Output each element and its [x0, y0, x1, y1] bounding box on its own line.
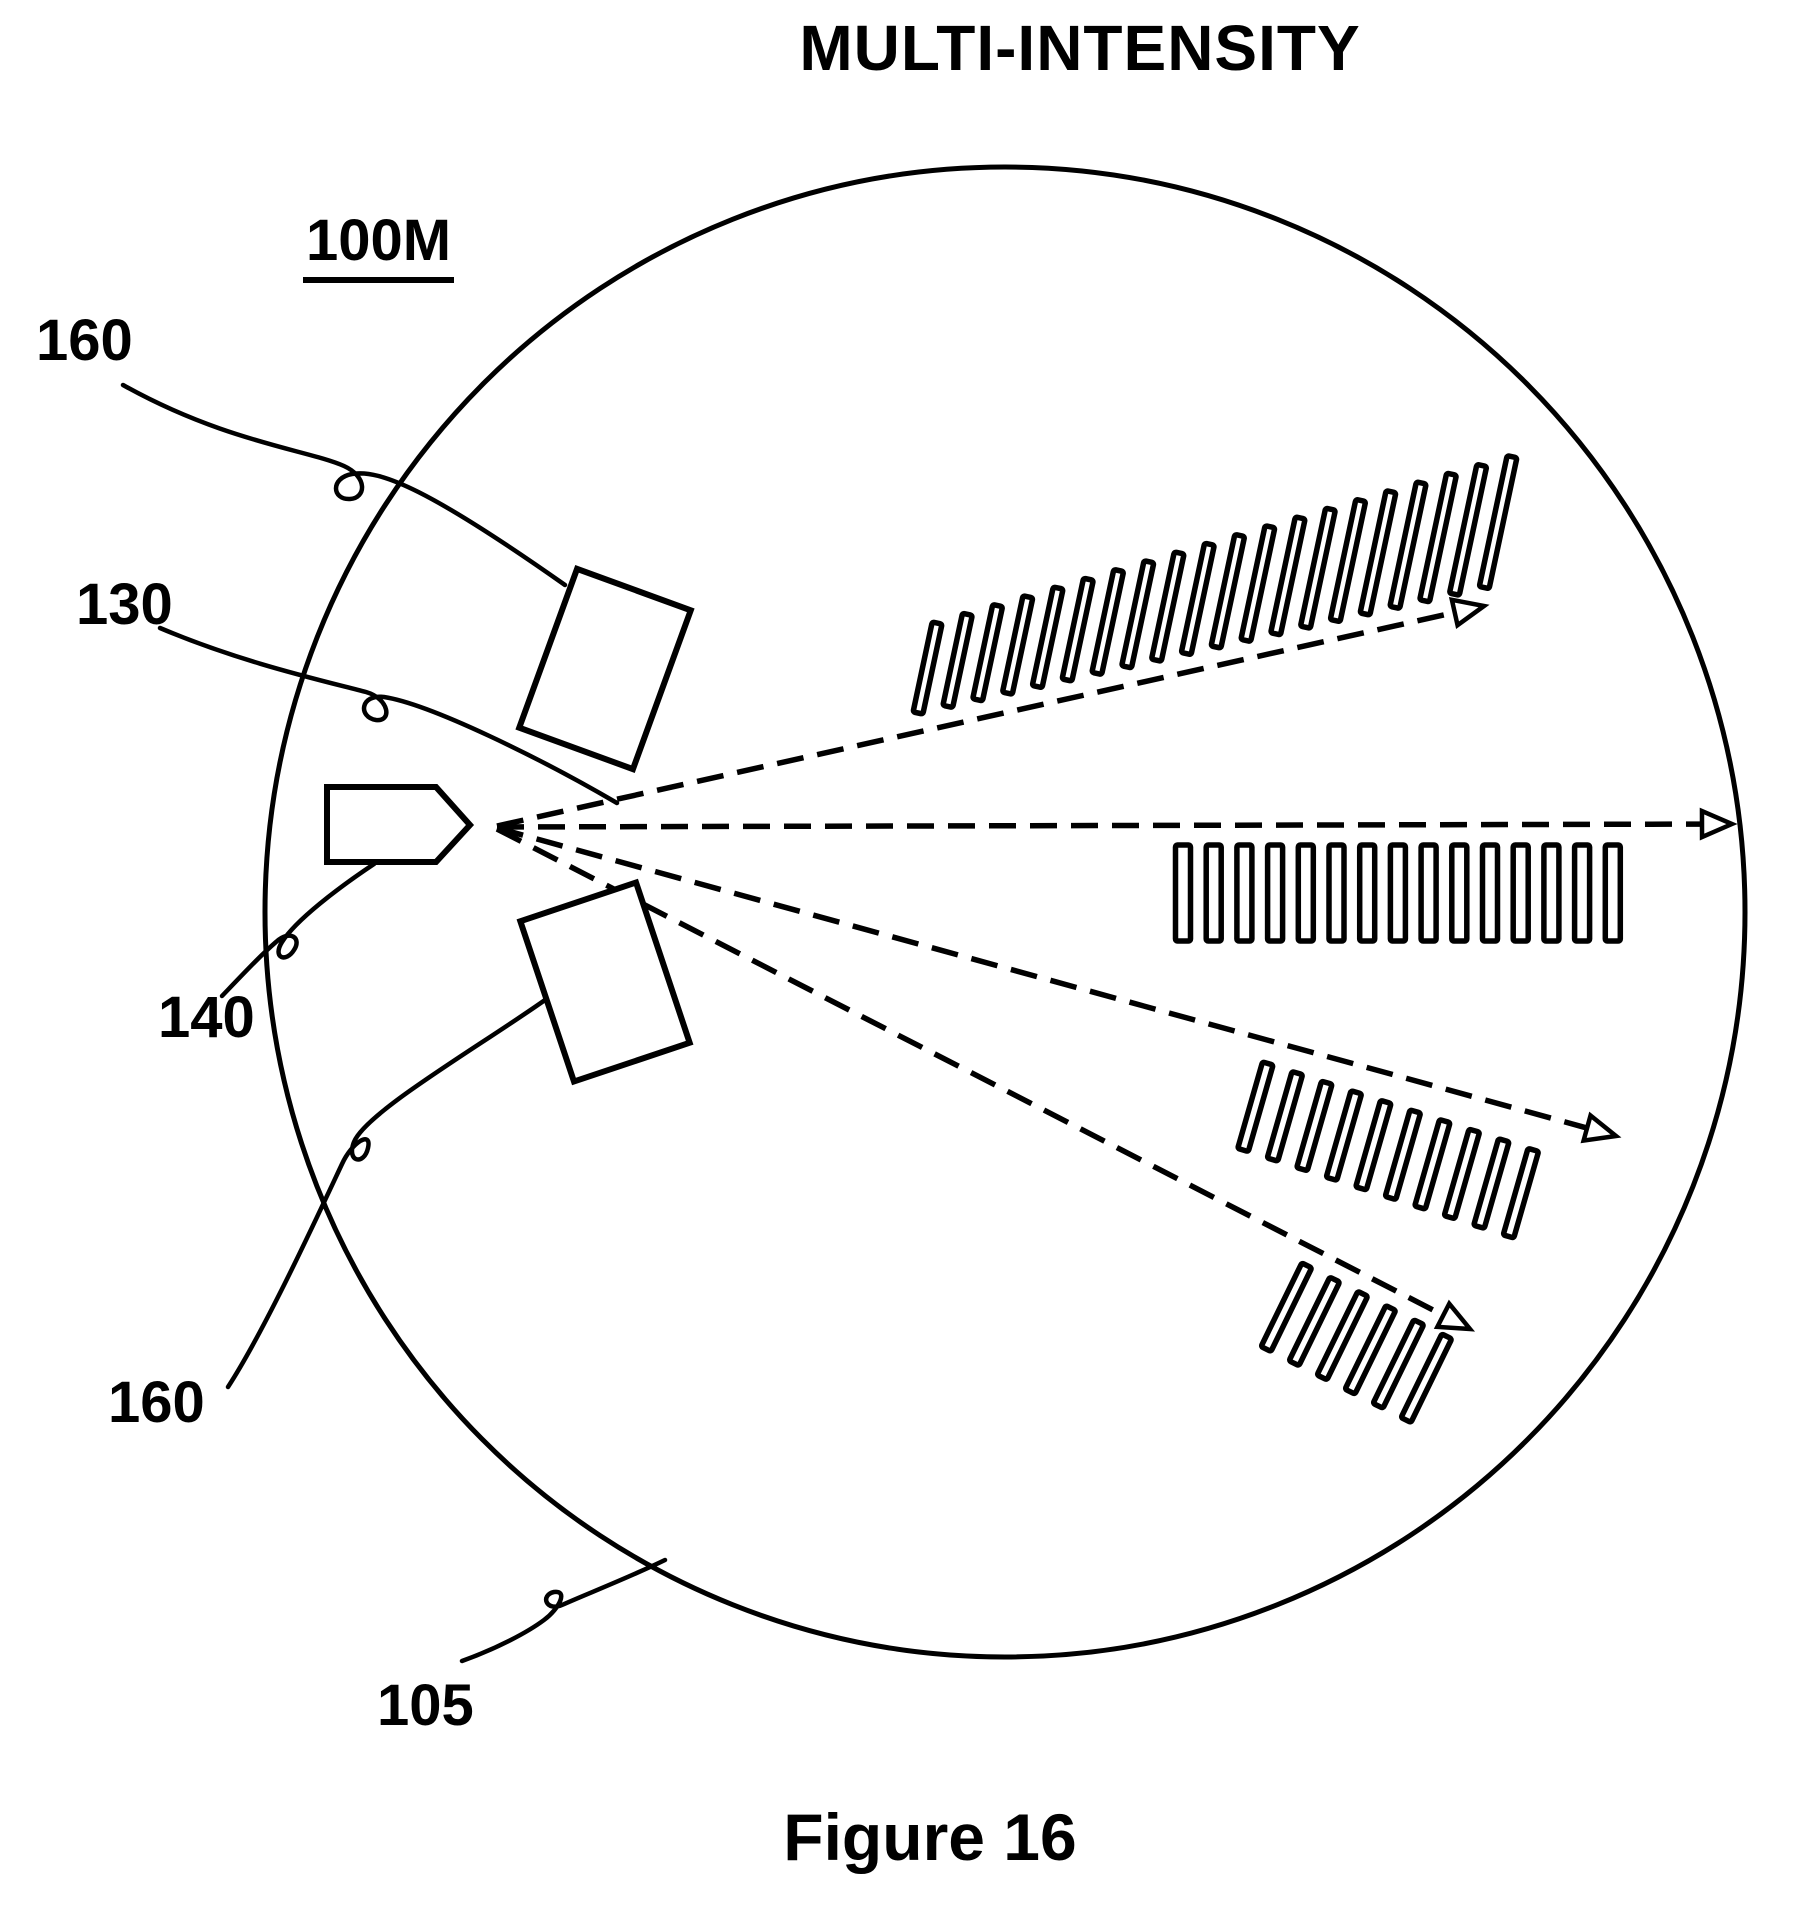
intensity-bars-bottom-bar — [1370, 1317, 1426, 1411]
intensity-bars-top-bar — [1208, 532, 1247, 651]
intensity-bars-lower-bar — [1382, 1107, 1423, 1202]
leader-line-160-top — [120, 382, 568, 588]
intensity-bars-middle-bar — [1479, 842, 1501, 944]
intensity-bars-lower-bar — [1412, 1117, 1453, 1212]
intensity-bars-top-bar — [1178, 540, 1217, 658]
intensity-bars-top-bar — [1327, 497, 1369, 625]
intensity-bars-bottom-bar — [1342, 1303, 1398, 1397]
intensity-bars-top-bar — [970, 602, 1005, 704]
intensity-bars-top-bar — [910, 619, 945, 717]
intensity-bars-middle-bar — [1172, 842, 1194, 944]
outer-circle — [262, 164, 1748, 1660]
intensity-bars-middle-bar — [1295, 842, 1317, 944]
ref-label-130: 130 — [76, 572, 173, 637]
intensity-bars-top-bar — [1089, 567, 1126, 677]
intensity-bars-lower-bar — [1294, 1078, 1335, 1173]
intensity-bars-bottom-bar — [1258, 1260, 1314, 1354]
beam-horizontal — [496, 821, 1703, 830]
beam-horizontal-arrowhead-icon — [1699, 807, 1738, 841]
intensity-bars-top-bar — [1149, 549, 1187, 664]
intensity-bars-top-bar — [1476, 453, 1520, 592]
intensity-bars-lower-bar — [1353, 1098, 1394, 1193]
intensity-bars-middle-bar — [1541, 842, 1562, 944]
intensity-bars-top-bar — [1357, 488, 1399, 618]
intensity-bars-lower-bar — [1441, 1126, 1482, 1221]
intensity-bars-top-bar — [1417, 470, 1459, 605]
intensity-bars-bottom-bar — [1398, 1331, 1454, 1425]
intensity-bars-middle-bar — [1264, 842, 1286, 944]
ref-label-105: 105 — [377, 1673, 474, 1738]
leader-line-140 — [219, 861, 377, 999]
intensity-bars-middle-bar — [1571, 842, 1593, 944]
lower-tilted-square — [516, 878, 694, 1086]
intensity-bars-middle-bar — [1356, 842, 1378, 944]
intensity-bars-top-bar — [1029, 584, 1066, 691]
intensity-bars-middle-bar — [1387, 842, 1409, 944]
intensity-bars-top-bar — [1387, 479, 1429, 611]
intensity-bars-lower-bar — [1264, 1069, 1305, 1164]
leader-line-160-bottom — [225, 997, 548, 1390]
beam-down-1 — [496, 825, 1588, 1131]
intensity-bars-top-bar — [1238, 523, 1278, 644]
intensity-bars-middle-bar — [1418, 842, 1439, 944]
ref-label-140: 140 — [158, 985, 255, 1050]
intensity-bars-middle-bar — [1203, 842, 1224, 944]
figure-caption: Figure 16 — [783, 1800, 1077, 1874]
intensity-bars-top-bar — [1000, 593, 1036, 697]
intensity-bars-top-bar — [1447, 462, 1490, 598]
intensity-bars-middle-bar — [1326, 842, 1347, 944]
intensity-bars-top-bar — [1059, 575, 1096, 684]
intensity-bars-top-bar — [940, 610, 975, 710]
figure-title: MULTI-INTENSITY — [799, 12, 1361, 84]
intensity-bars-lower-bar — [1323, 1088, 1364, 1183]
leader-line-105 — [459, 1557, 668, 1664]
upper-tilted-square — [515, 565, 695, 773]
intensity-bars-middle-bar — [1234, 842, 1255, 944]
intensity-bars-top-bar — [1119, 558, 1157, 671]
diagram-reference-label: 100M — [303, 212, 455, 283]
leader-line-130 — [157, 625, 620, 806]
intensity-bars-bottom-bar — [1286, 1275, 1342, 1368]
intensity-bars-lower-bar — [1471, 1136, 1512, 1231]
intensity-bars-middle-bar — [1602, 842, 1624, 944]
intensity-bars-lower-bar — [1235, 1059, 1276, 1154]
intensity-bars-top-bar — [1268, 514, 1308, 638]
beam-up-arrowhead-icon — [1448, 596, 1490, 630]
intensity-bars-middle-bar — [1449, 842, 1470, 944]
intensity-bars-top-bar — [1298, 505, 1338, 631]
source-pentagon — [324, 784, 475, 865]
beam-down-2 — [495, 826, 1445, 1318]
beam-down-2-arrowhead-icon — [1433, 1299, 1476, 1332]
intensity-bars-middle-bar — [1510, 842, 1531, 944]
beam-down-1-arrowhead-icon — [1580, 1111, 1622, 1144]
ref-label-160-top: 160 — [36, 308, 133, 373]
intensity-bars-bottom-bar — [1314, 1289, 1370, 1382]
ref-label-160-bottom: 160 — [108, 1370, 205, 1435]
intensity-bars-lower-bar — [1500, 1146, 1541, 1241]
